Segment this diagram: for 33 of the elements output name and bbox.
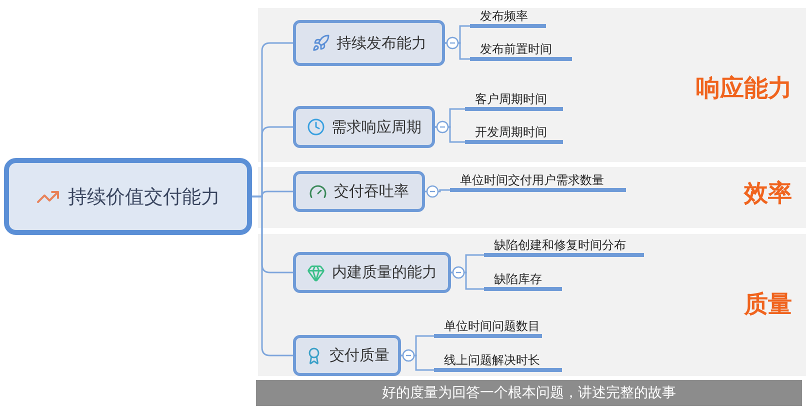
subtopic-label: 缺陷创建和修复时间分布 <box>484 237 644 257</box>
connector-line <box>435 120 465 143</box>
subtopic-label: 单位时间问题数目 <box>434 318 542 338</box>
band-label: 质量 <box>744 290 792 319</box>
subtopic-label: 缺陷库存 <box>484 271 562 291</box>
topic-box <box>293 335 401 376</box>
connector-line <box>425 185 450 198</box>
subtopic-label: 单位时间交付用户需求数量 <box>450 172 626 192</box>
node-label: 内建质量的能力 <box>332 263 437 282</box>
topic-box <box>293 171 425 212</box>
subtopic-label: 开发周期时间 <box>465 124 563 144</box>
topic-box <box>293 252 451 293</box>
group-band <box>258 8 806 162</box>
group-band <box>258 167 806 228</box>
root-box <box>4 158 252 235</box>
topic-box <box>293 106 435 148</box>
connector-line <box>401 349 434 371</box>
caption-bar: 好的度量为回答一个根本问题，讲述完整的故事 <box>256 380 802 406</box>
band-label: 效率 <box>744 179 792 208</box>
connector-line <box>445 36 470 60</box>
subtopic-label: 发布前置时间 <box>470 41 572 61</box>
node-label: 交付质量 <box>330 346 390 365</box>
node-label: 需求响应周期 <box>332 118 422 136</box>
group-band <box>258 234 806 376</box>
connector-line <box>451 266 484 290</box>
subtopic-label: 客户周期时间 <box>465 91 563 111</box>
topic-box <box>293 20 445 66</box>
node-label: 持续发布能力 <box>336 34 426 52</box>
node-label: 交付吞吐率 <box>334 182 409 201</box>
subtopic-label: 线上问题解决时长 <box>434 352 562 372</box>
subtopic-label: 发布频率 <box>470 8 546 28</box>
node-label: 持续价值交付能力 <box>68 184 220 210</box>
band-label: 响应能力 <box>696 74 792 103</box>
